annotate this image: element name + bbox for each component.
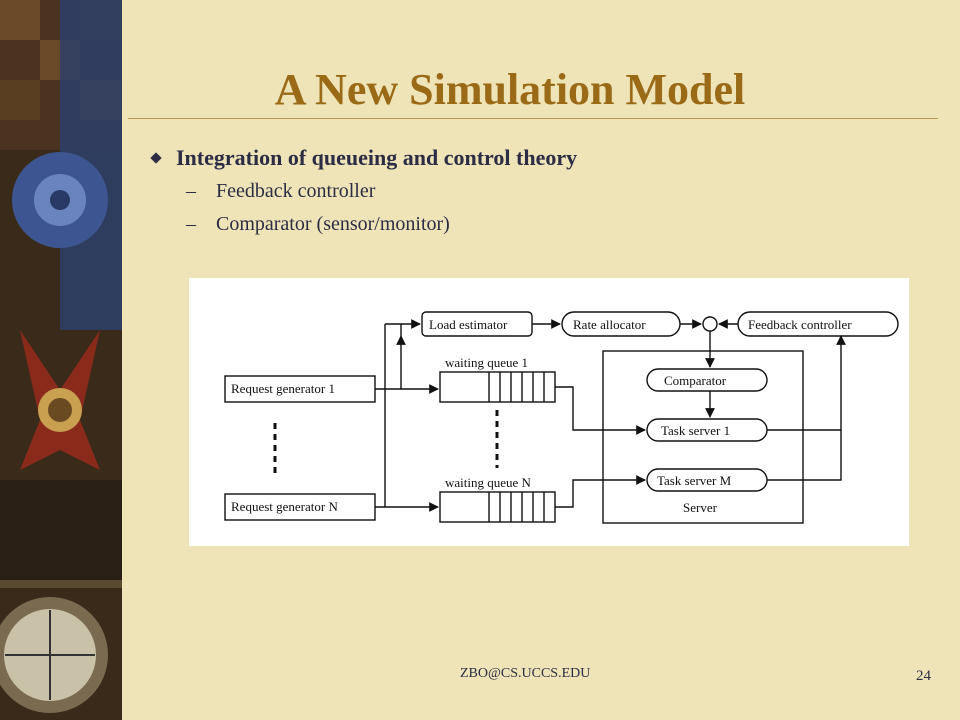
server-label: Server <box>683 500 718 515</box>
sub-bullet-text: Comparator (sensor/monitor) <box>216 213 450 235</box>
sub-bullet-item: – Comparator (sensor/monitor) <box>150 209 910 240</box>
request-generator-1-label: Request generator 1 <box>231 381 335 396</box>
comparator-label: Comparator <box>664 373 727 388</box>
title-divider <box>128 118 938 119</box>
sub-bullet-item: – Feedback controller <box>150 176 910 207</box>
diamond-bullet-icon <box>150 152 162 164</box>
dash-bullet-icon: – <box>186 213 196 235</box>
server-box <box>602 350 804 524</box>
request-generator-n-label: Request generator N <box>231 499 338 514</box>
sub-bullet-text: Feedback controller <box>216 180 376 202</box>
slide-title: A New Simulation Model <box>274 65 746 114</box>
waiting-queue-1-label: waiting queue 1 <box>445 355 528 370</box>
page-number: 24 <box>916 668 931 684</box>
comparator-box <box>646 368 768 392</box>
rate-allocator-label: Rate allocator <box>573 317 646 332</box>
bullet-text: Integration of queueing and control theo… <box>176 145 578 170</box>
waiting-queue-1 <box>439 371 556 403</box>
waiting-queue-n-label: waiting queue N <box>445 475 532 490</box>
simulation-model-diagram: Load estimator Rate allocator Feedback c… <box>189 278 909 546</box>
dash-bullet-icon: – <box>186 180 196 202</box>
footer-email: ZBO@CS.UCCS.EDU <box>460 666 591 681</box>
waiting-queue-n <box>439 491 556 523</box>
bullet-list: Integration of queueing and control theo… <box>150 142 910 240</box>
task-server-m-label: Task server M <box>657 473 732 488</box>
bullet-item: Integration of queueing and control theo… <box>150 142 910 174</box>
feedback-controller-label: Feedback controller <box>748 317 852 332</box>
task-server-1-label: Task server 1 <box>661 423 730 438</box>
decorative-side-image <box>0 0 122 720</box>
summing-junction <box>702 316 718 332</box>
load-estimator-label: Load estimator <box>429 317 508 332</box>
